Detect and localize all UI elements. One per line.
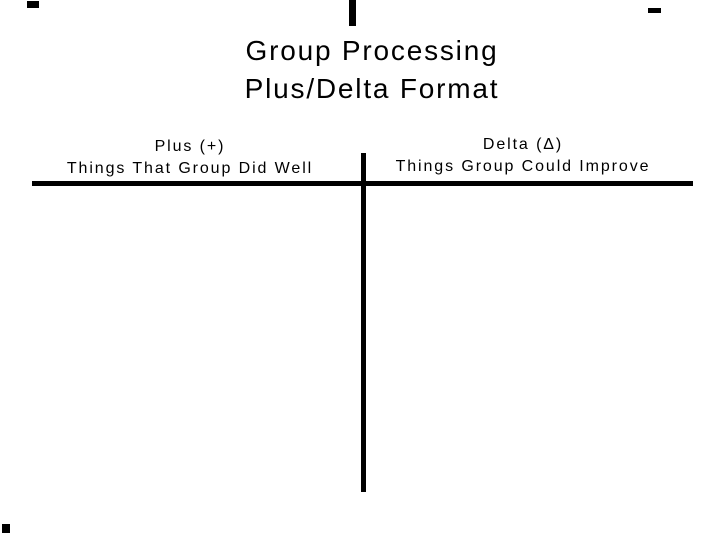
- delta-column-header-line2: Things Group Could Improve: [395, 158, 651, 175]
- t-chart-vertical-divider: [361, 153, 366, 492]
- delta-column-header-line1: Delta (Δ): [482, 136, 564, 153]
- slide-title-line2: Plus/Delta Format: [244, 73, 500, 104]
- delta-column-header: Delta (Δ) Things Group Could Improve: [358, 134, 688, 178]
- scan-artifact-top-center: [349, 0, 356, 26]
- scan-artifact-top-left: [27, 1, 39, 8]
- slide-title: Group Processing Plus/Delta Format: [22, 32, 720, 108]
- scan-artifact-top-right: [648, 8, 661, 13]
- plus-column-header-line1: Plus (+): [154, 138, 226, 155]
- plus-column-header-line2: Things That Group Did Well: [66, 160, 314, 177]
- slide-title-line1: Group Processing: [245, 35, 499, 66]
- scan-artifact-bottom-left: [2, 524, 10, 533]
- plus-column-header: Plus (+) Things That Group Did Well: [25, 136, 355, 180]
